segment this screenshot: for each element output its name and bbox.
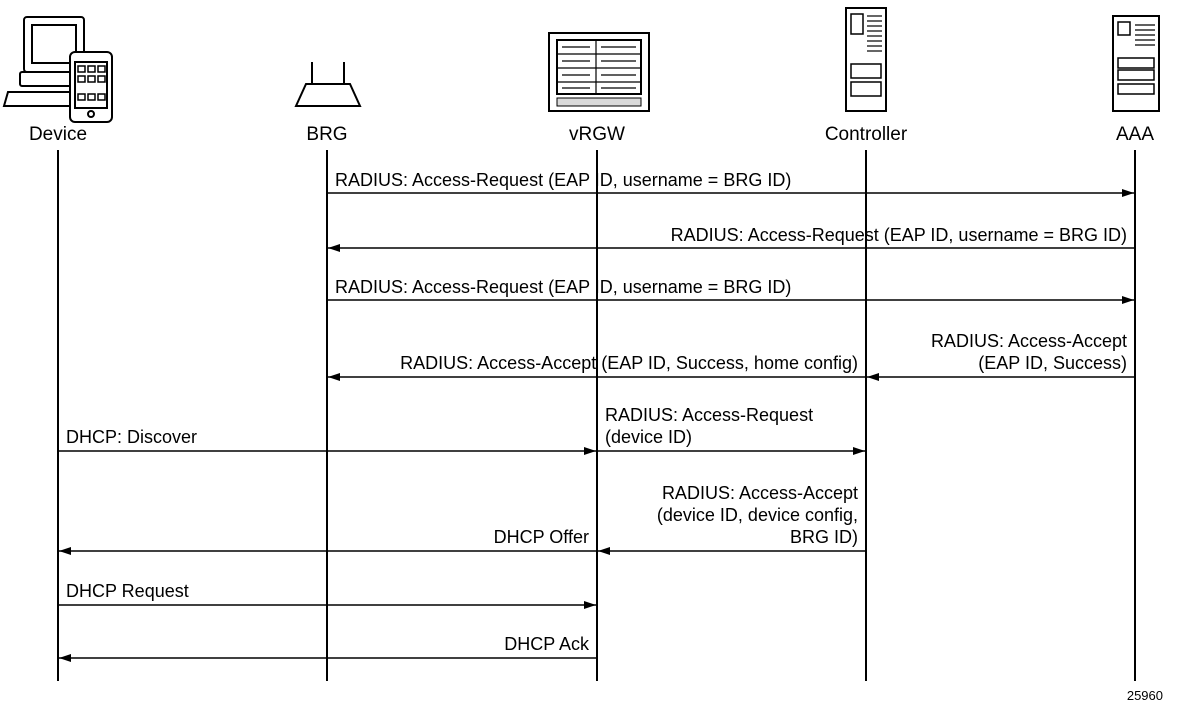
entity-label: Device: [29, 124, 87, 145]
message-label: RADIUS: Access-Request (EAP ID, username…: [335, 277, 791, 297]
tower-server-icon: [1112, 15, 1160, 112]
message-label: DHCP Request: [66, 581, 189, 601]
tower-server-icon: [845, 7, 887, 112]
message-label: DHCP Offer: [494, 527, 589, 547]
message-label: RADIUS: Access-Accept (EAP ID, Success, …: [400, 353, 858, 373]
message-label: RADIUS: Access-Request: [605, 405, 813, 425]
message-label: RADIUS: Access-Accept: [931, 331, 1127, 351]
entity-label: BRG: [306, 124, 347, 145]
entity-label: vRGW: [569, 124, 625, 145]
message-label: (device ID, device config,: [657, 505, 858, 525]
figure-id: 25960: [1127, 688, 1163, 703]
computer-phone-icon: [2, 16, 113, 123]
message-label: BRG ID): [790, 527, 858, 547]
entity-label: Controller: [825, 124, 908, 145]
message-label: (EAP ID, Success): [978, 353, 1127, 373]
message-label: RADIUS: Access-Accept: [662, 483, 858, 503]
entity-label: AAA: [1116, 124, 1154, 145]
message-label: RADIUS: Access-Request (EAP ID, username…: [335, 170, 791, 190]
message-label: DHCP Ack: [504, 634, 590, 654]
router-icon: [294, 62, 362, 107]
rack-chassis-icon: [548, 32, 650, 112]
message-label: RADIUS: Access-Request (EAP ID, username…: [671, 225, 1127, 245]
message-label: DHCP: Discover: [66, 427, 197, 447]
message-label: (device ID): [605, 427, 692, 447]
